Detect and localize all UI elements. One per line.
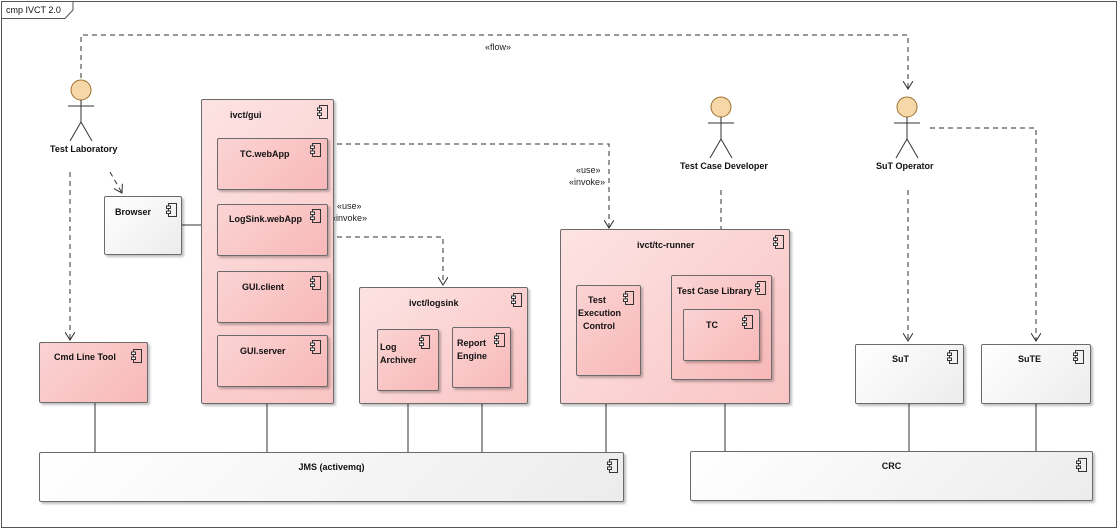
component-icon <box>494 333 505 347</box>
invoke-stereotype-runner: «invoke» <box>569 177 606 187</box>
actor-test-case-developer-label: Test Case Developer <box>680 161 768 171</box>
test-case-library-label: Test Case Library <box>677 286 752 296</box>
component-icon <box>317 105 328 119</box>
test-case-library-component[interactable]: Test Case Library TC <box>671 275 772 380</box>
component-icon <box>1076 458 1087 472</box>
gui-label: ivct/gui <box>230 110 262 120</box>
component-icon <box>773 235 784 249</box>
actor-sut-operator-icon <box>894 96 920 159</box>
tc-component[interactable]: TC <box>683 309 760 361</box>
gui-server-component[interactable]: GUI.server <box>217 335 328 387</box>
browser-label: Browser <box>115 207 152 217</box>
flow-dependency <box>80 34 908 89</box>
test-execution-control-label-line1: Test <box>588 295 606 305</box>
test-execution-control-label-line2: Execution <box>578 308 622 318</box>
cmd-line-tool-component[interactable]: Cmd Line Tool <box>39 342 148 403</box>
use-stereotype-runner: «use» <box>576 165 601 175</box>
actor-test-laboratory-icon <box>68 79 94 142</box>
component-icon <box>310 209 321 223</box>
actor-test-case-developer-icon <box>708 96 734 159</box>
component-icon <box>419 335 430 349</box>
component-icon <box>1073 350 1084 364</box>
log-archiver-label-line1: Log <box>380 342 397 352</box>
flow-stereotype: «flow» <box>485 42 512 52</box>
jms-component[interactable]: JMS (activemq) <box>39 452 624 502</box>
sut-label: SuT <box>892 354 909 364</box>
jms-label: JMS (activemq) <box>298 462 365 472</box>
browser-component[interactable]: Browser <box>104 196 182 255</box>
logsink-component[interactable]: ivct/logsink Log Archiver Report Engine <box>359 287 528 404</box>
log-archiver-label-line2: Archiver <box>380 355 417 365</box>
component-icon <box>131 349 142 363</box>
report-engine-component[interactable]: Report Engine <box>452 327 511 388</box>
lab-to-browser <box>109 171 122 193</box>
component-icon <box>623 291 634 305</box>
operator-to-sute <box>930 127 1036 341</box>
logsink-webapp-label: LogSink.webApp <box>229 214 302 224</box>
test-execution-control-label-line3: Control <box>583 321 615 331</box>
tc-webapp-label: TC.webApp <box>240 149 290 159</box>
tc-label: TC <box>706 320 718 330</box>
tc-runner-label: ivct/tc-runner <box>637 240 695 250</box>
gui-server-label: GUI.server <box>240 346 286 356</box>
component-icon <box>742 315 753 329</box>
component-icon <box>310 143 321 157</box>
frame-title: cmp IVCT 2.0 <box>6 5 61 15</box>
component-icon <box>511 293 522 307</box>
gui-client-label: GUI.client <box>242 282 285 292</box>
invoke-stereotype-gui: «invoke» <box>331 213 368 223</box>
report-engine-label-line2: Engine <box>457 351 488 361</box>
logsink-webapp-component[interactable]: LogSink.webApp <box>217 204 328 256</box>
tcwebapp-to-tcrunner <box>328 143 609 228</box>
tc-webapp-component[interactable]: TC.webApp <box>217 138 328 190</box>
test-execution-control-component[interactable]: Test Execution Control <box>576 285 641 376</box>
gui-component[interactable]: ivct/gui TC.webApp LogSink.webApp GUI.cl… <box>201 99 334 404</box>
logsinkwebapp-to-logsink <box>328 236 443 285</box>
sut-component[interactable]: SuT <box>855 344 964 404</box>
component-icon <box>947 350 958 364</box>
actor-sut-operator-label: SuT Operator <box>876 161 934 171</box>
component-icon <box>166 203 177 217</box>
sute-label: SuTE <box>1018 354 1042 364</box>
actor-test-laboratory-label: Test Laboratory <box>50 144 118 154</box>
crc-component[interactable]: CRC <box>690 451 1093 501</box>
use-stereotype-gui: «use» <box>337 201 362 211</box>
frame-title-tab <box>1 1 74 19</box>
crc-label: CRC <box>881 461 902 471</box>
sute-component[interactable]: SuTE <box>981 344 1091 404</box>
component-icon <box>755 281 766 295</box>
gui-client-component[interactable]: GUI.client <box>217 271 328 323</box>
component-icon <box>310 276 321 290</box>
tc-runner-component[interactable]: ivct/tc-runner Test Execution Control Te… <box>560 229 790 404</box>
component-icon <box>607 459 618 473</box>
logsink-label: ivct/logsink <box>409 298 459 308</box>
cmd-line-tool-label: Cmd Line Tool <box>54 352 116 362</box>
component-icon <box>310 340 321 354</box>
log-archiver-component[interactable]: Log Archiver <box>377 329 439 391</box>
report-engine-label-line1: Report <box>457 338 486 348</box>
